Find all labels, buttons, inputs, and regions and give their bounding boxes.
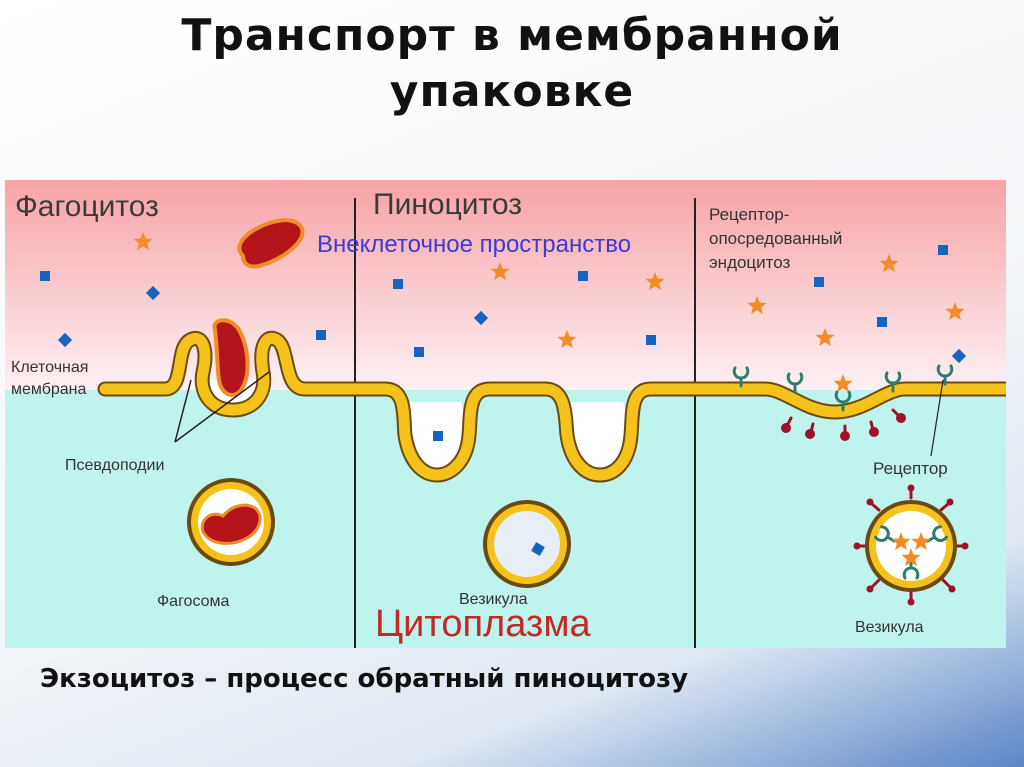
receptor-vesicle (853, 484, 969, 606)
label-pseudopodia: Псевдоподии (65, 457, 164, 474)
title-line-1: Транспорт в мембранной (181, 10, 843, 61)
membrane-proteins (781, 408, 906, 441)
pinocytosis-vesicle (483, 500, 571, 588)
label-extracellular: Внеклеточное пространство (317, 231, 631, 258)
extracellular-space (5, 180, 1006, 390)
label-pinocytosis: Пиноцитоз (373, 188, 522, 221)
label-vesicle-1: Везикула (459, 591, 528, 608)
pseudopodia-pointer-2 (174, 371, 270, 443)
slide-title: Транспорт в мембранной упаковке (0, 8, 1024, 120)
label-cytoplasm: Цитоплазма (375, 603, 591, 645)
label-receptor-endocytosis-1: Рецептор- (709, 205, 789, 224)
cell-membrane (97, 330, 1006, 483)
label-receptor-endocytosis-2: опосредованный (709, 229, 842, 248)
label-phagosome: Фагосома (157, 593, 230, 610)
food-particle-outside (237, 218, 305, 269)
pseudopodia-pointer-1 (174, 379, 192, 443)
label-membrane-2: мембрана (11, 381, 87, 398)
pinocytosis-pocket-2 (566, 402, 628, 468)
label-phagocytosis: Фагоцитоз (15, 190, 159, 223)
label-receptor-endocytosis-3: эндоцитоз (709, 253, 791, 272)
label-membrane: Клеточная мембрана (11, 359, 93, 398)
label-membrane-1: Клеточная (11, 359, 88, 376)
label-receptor: Рецептор (873, 459, 948, 478)
phagosome (187, 478, 275, 566)
label-vesicle-2: Везикула (855, 619, 924, 636)
endocytosis-diagram: Фагоцитоз Пиноцитоз Рецептор- опосредова… (5, 180, 1006, 648)
title-line-2: упаковке (389, 66, 635, 117)
food-particle-engulfed (212, 318, 250, 397)
exocytosis-note: Экзоцитоз – процесс обратный пиноцитозу (40, 664, 689, 694)
receptor-pointer (930, 379, 944, 457)
label-receptor-endocytosis: Рецептор- опосредованный эндоцитоз (709, 205, 847, 272)
